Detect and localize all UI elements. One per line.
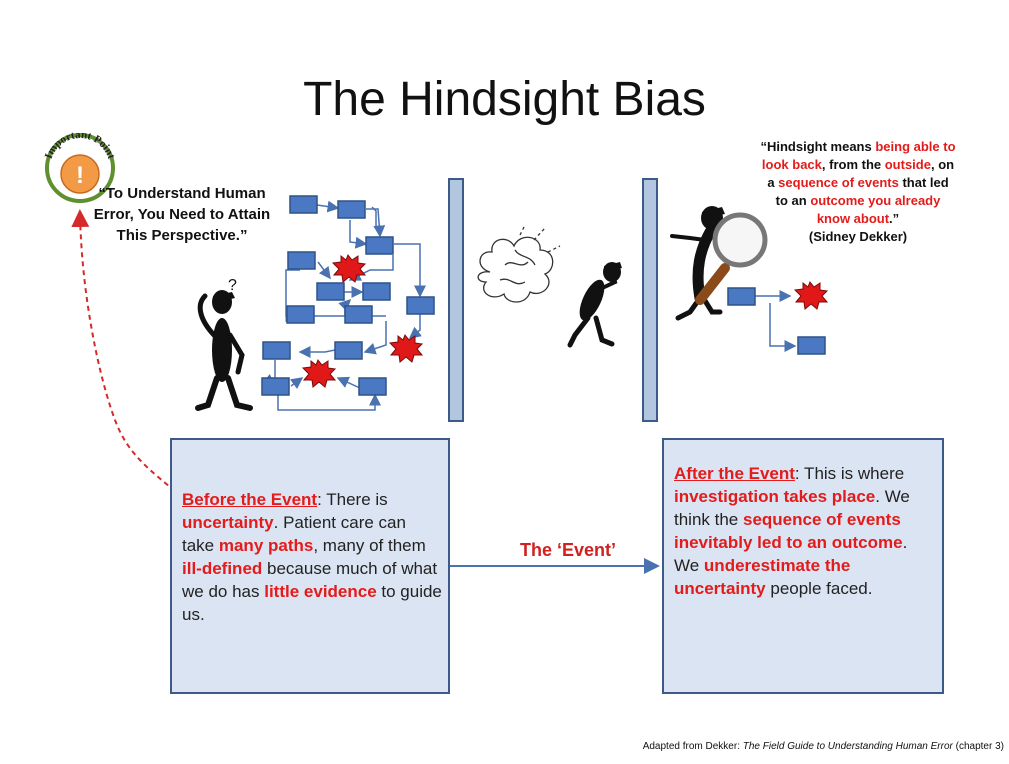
box-highlight: investigation takes place	[674, 487, 876, 506]
stick-figure-thinking-icon	[567, 262, 622, 348]
after-event-text: After the Event: This is where investiga…	[674, 462, 936, 600]
quote-highlight: sequence of events	[778, 175, 899, 190]
quote-author: (Sidney Dekker)	[808, 229, 908, 244]
box-text: : There is	[317, 490, 388, 509]
attribution-suffix: (chapter 3)	[952, 741, 1004, 752]
stick-figure-magnifier-icon	[670, 206, 768, 321]
box-text: , many of them	[313, 536, 426, 555]
event-label: The ‘Event’	[519, 540, 617, 560]
box-highlight: little evidence	[264, 582, 377, 601]
attribution: Adapted from Dekker: The Field Guide to …	[538, 741, 1004, 752]
uncertainty-cloud-icon	[477, 224, 561, 303]
box-text: . Patient care can take	[182, 513, 406, 555]
after-event-box: After the Event: This is where investiga…	[662, 438, 944, 694]
stick-figure-confused-icon	[195, 290, 253, 411]
box-text: . We	[674, 533, 908, 575]
hindsight-quote: “Hindsight means being able to look back…	[760, 138, 956, 246]
quote-text: .”	[889, 211, 900, 226]
quote-text: that led to an	[775, 175, 949, 208]
question-mark: ?	[228, 277, 237, 294]
box-text: to guide us.	[182, 582, 442, 624]
after-event-heading: After the Event	[674, 464, 795, 483]
box-text: because much of what we do has	[182, 559, 438, 601]
before-event-box: Before the Event: There is uncertainty. …	[170, 438, 450, 694]
right-event-wall	[642, 178, 658, 422]
box-text: . We think the	[674, 487, 910, 529]
left-event-wall	[448, 178, 464, 422]
dashed-arrow-to-badge	[71, 209, 183, 498]
badge-symbol: !	[76, 162, 84, 189]
quote-text: , on a	[767, 157, 955, 190]
box-highlight: many paths	[218, 536, 314, 555]
before-event-text: Before the Event: There is uncertainty. …	[182, 488, 442, 626]
attribution-prefix: Adapted from Dekker:	[642, 741, 743, 752]
quote-highlight: outcome you already know about	[810, 193, 941, 226]
box-highlight: underestimate the uncertainty	[674, 556, 851, 598]
box-highlight: uncertainty	[182, 513, 274, 532]
outcome-graph	[727, 281, 829, 355]
before-event-heading: Before the Event	[182, 490, 318, 509]
left-quote: “To Understand Human Error, You Need to …	[93, 185, 271, 244]
box-highlight: ill-defined	[182, 559, 263, 578]
attribution-book: The Field Guide to Understanding Human E…	[742, 741, 953, 752]
slide-title: The Hindsight Bias	[303, 73, 706, 126]
quote-highlight: outside	[884, 157, 931, 172]
quote-text: “Hindsight means	[760, 139, 876, 154]
box-text: : This is where	[794, 464, 905, 483]
flow-network	[261, 195, 435, 411]
quote-text: , from the	[821, 157, 885, 172]
box-highlight: sequence of events inevitably led to an …	[674, 510, 903, 552]
box-text: people faced.	[765, 579, 873, 598]
quote-highlight: being able to look back	[761, 139, 956, 172]
